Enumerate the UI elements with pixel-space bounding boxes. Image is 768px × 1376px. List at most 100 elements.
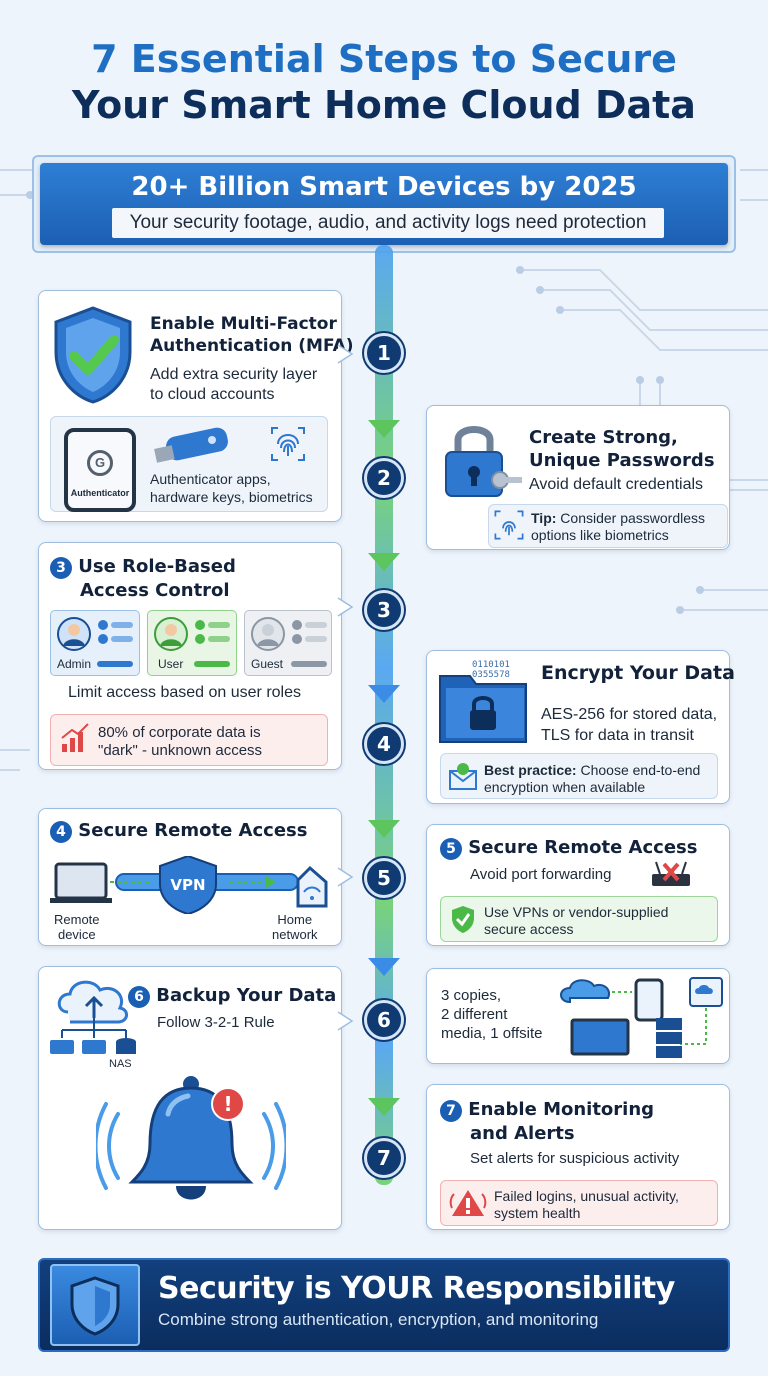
encrypt-best-practice-box	[440, 753, 718, 799]
step-1-marker: 1	[364, 333, 404, 373]
title-line-1: 7 Essential Steps to Secure	[91, 37, 677, 81]
passwords-title-2: Unique Passwords	[529, 450, 715, 471]
rbac-stat-2: "dark" - unknown access	[98, 742, 263, 759]
rbac-title-1: Use Role-Based	[78, 556, 236, 577]
step-6-marker: 6	[364, 1000, 404, 1040]
cloud-backup-icon	[50, 980, 136, 1054]
pointer-icon	[337, 344, 354, 364]
down-arrow-icon	[368, 1098, 400, 1116]
guest-avatar-icon	[251, 617, 285, 651]
encrypt-desc-1: AES-256 for stored data,	[541, 706, 718, 723]
banner-headline: 20+ Billion Smart Devices by 2025	[131, 172, 637, 202]
tip-label: Tip:	[531, 510, 557, 526]
mfa-methods-1: Authenticator apps,	[150, 471, 271, 487]
binary-text-1: 0110101	[472, 660, 510, 670]
user-avatar-icon	[154, 617, 188, 651]
role-label-user: User	[158, 657, 184, 671]
backup-desc: Follow 3-2-1 Rule	[157, 1014, 275, 1031]
encrypted-folder-icon	[439, 675, 527, 743]
role-label-admin: Admin	[57, 657, 92, 671]
permission-icon	[292, 620, 327, 644]
permission-checks-icon	[98, 620, 133, 644]
shield-check-icon	[54, 306, 132, 404]
remote-device-label-2: device	[57, 927, 96, 942]
monitoring-title-1: Enable Monitoring	[468, 1099, 655, 1120]
monitoring-title-2: and Alerts	[470, 1123, 575, 1144]
secure-email-icon	[449, 763, 477, 790]
blocked-router-icon	[652, 861, 690, 886]
best-practice-text-2: encryption when available	[484, 779, 646, 795]
remote-title: Secure Remote Access	[78, 820, 308, 841]
alert-badge-icon: !	[223, 1092, 233, 1116]
binary-text-2: 0355578	[472, 670, 510, 680]
rising-chart-icon	[61, 723, 89, 752]
backup-rule-2: 2 different	[441, 1006, 508, 1023]
green-shield-icon	[452, 906, 474, 933]
tip-text-2: options like biometrics	[531, 527, 669, 543]
phone-icon: G Authenticator	[64, 428, 136, 512]
mfa-desc-1: Add extra security layer	[150, 366, 318, 383]
backup-rule-3: media, 1 offsite	[441, 1025, 543, 1042]
passwords-title-1: Create Strong,	[529, 427, 678, 448]
banner-subline: Your security footage, audio, and activi…	[112, 208, 664, 238]
role-user: User	[147, 610, 237, 676]
alert-bell-icon	[96, 1076, 286, 1200]
remote-number-badge: 4	[50, 821, 72, 843]
home-network-label-1: Home	[277, 912, 313, 927]
rbac-number-badge: 3	[50, 557, 72, 579]
rbac-desc: Limit access based on user roles	[68, 684, 301, 701]
footer-subline: Combine strong authentication, encryptio…	[158, 1310, 599, 1329]
footer-banner	[38, 1258, 730, 1352]
vpn-label: VPN	[170, 876, 206, 894]
remote-tips-number-badge: 5	[440, 838, 462, 860]
remote-tips-title: Secure Remote Access	[468, 837, 698, 858]
timeline-rail	[375, 245, 393, 1185]
role-admin: Admin	[50, 610, 140, 676]
role-guest: Guest	[244, 610, 332, 676]
vpn-tunnel-diagram	[50, 856, 328, 914]
remote-device-label-1: Remote	[54, 912, 100, 927]
monitoring-alert-2: system health	[494, 1205, 581, 1221]
fingerprint-icon	[271, 427, 305, 461]
passwords-desc: Avoid default credentials	[529, 476, 704, 493]
backup-title: Backup Your Data	[156, 985, 337, 1006]
rbac-stat-1: 80% of corporate data is	[98, 724, 261, 741]
down-arrow-icon	[368, 820, 400, 838]
down-arrow-icon	[368, 420, 400, 438]
shield-icon	[70, 1276, 120, 1336]
backup-rule-1: 3 copies,	[441, 987, 502, 1004]
rbac-stat-box	[50, 714, 328, 766]
page-title: 7 Essential Steps to Secure Your Smart H…	[0, 36, 768, 128]
passwords-tip-box	[488, 504, 728, 548]
toggle-icon	[97, 661, 133, 667]
permission-checks-icon	[195, 620, 230, 644]
nas-label: NAS	[109, 1058, 132, 1070]
step-4-marker: 4	[364, 724, 404, 764]
best-practice-text-1: Choose end-to-end	[576, 762, 701, 778]
down-arrow-icon	[368, 685, 400, 703]
step-2-marker: 2	[364, 458, 404, 498]
encrypt-desc-2: TLS for data in transit	[541, 727, 694, 744]
best-practice-label: Best practice:	[484, 762, 577, 778]
monitoring-number-badge: 7	[440, 1100, 462, 1122]
mfa-desc-2: to cloud accounts	[150, 386, 275, 403]
remote-tips-text-1: Use VPNs or vendor-supplied	[484, 904, 669, 920]
remote-tips-desc: Avoid port forwarding	[470, 866, 612, 883]
step-7-marker: 7	[364, 1138, 404, 1178]
toggle-icon	[194, 661, 230, 667]
down-arrow-icon	[368, 553, 400, 571]
remote-tips-text-2: secure access	[484, 921, 574, 937]
down-arrow-icon	[368, 958, 400, 976]
pointer-icon	[337, 867, 354, 887]
pointer-icon	[337, 597, 354, 617]
rbac-title-2: Access Control	[80, 580, 230, 601]
mfa-title-2: Authentication (MFA)	[150, 336, 354, 356]
phone-label: Authenticator	[70, 488, 130, 498]
fingerprint-icon	[494, 510, 524, 540]
usb-key-icon	[154, 427, 228, 463]
pointer-icon	[337, 1011, 354, 1031]
backup-number-badge: 6	[128, 986, 150, 1008]
role-label-guest: Guest	[251, 657, 284, 671]
monitoring-desc: Set alerts for suspicious activity	[470, 1150, 680, 1167]
home-network-label-2: network	[272, 927, 318, 942]
